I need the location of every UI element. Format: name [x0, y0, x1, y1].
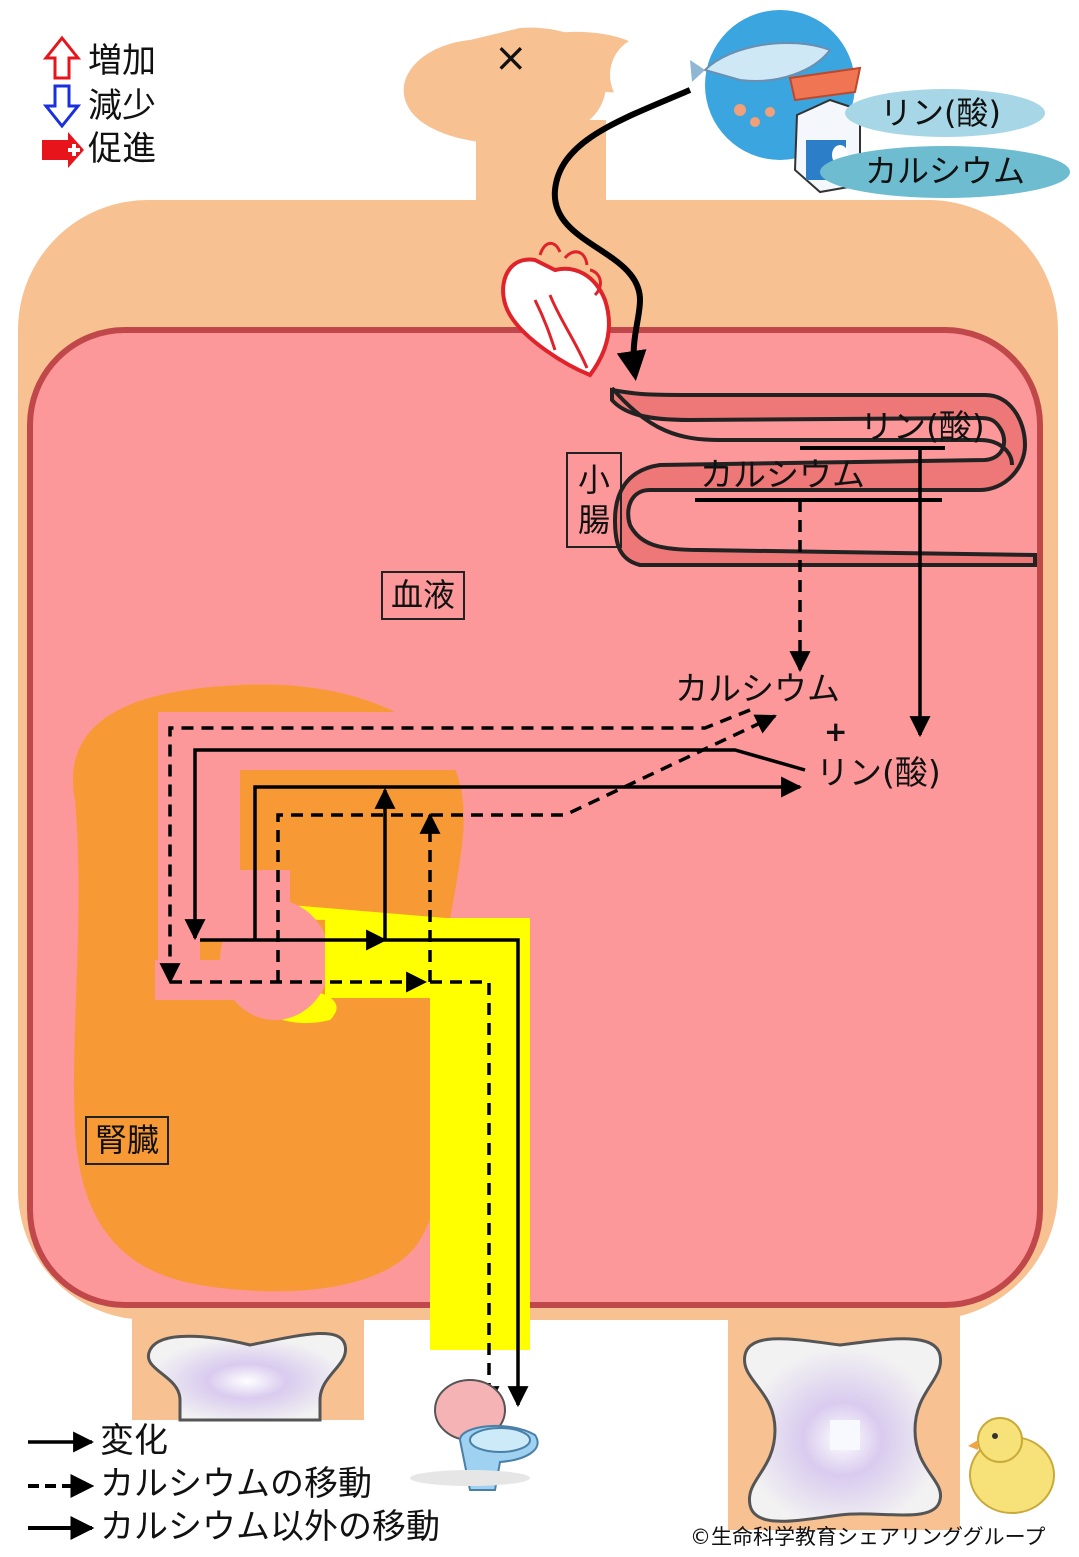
food-phosphorus-label: リン(酸)	[880, 94, 1001, 132]
food-phosphorus-pill	[845, 89, 1045, 137]
intestine-phosphorus-label: リン(酸)	[860, 407, 985, 446]
small-intestine-label: 小腸	[566, 452, 622, 548]
fish-icon	[690, 41, 832, 82]
legend-promote-label: 促進	[88, 129, 156, 169]
urinary-tract	[220, 900, 530, 1350]
legend-other-movement-label: カルシウム以外の移動	[100, 1507, 440, 1547]
blood-label: 血液	[381, 571, 466, 620]
heart-icon	[501, 241, 612, 378]
promote-arrow-icon	[42, 132, 84, 168]
blood-phosphorus-label: リン(酸)	[816, 753, 941, 792]
food-icon	[690, 10, 862, 194]
bone-icon	[146, 1332, 943, 1523]
small-intestine	[610, 386, 1037, 567]
blood-calcium-label: カルシウム	[675, 669, 840, 708]
food-calcium-pill	[820, 146, 1070, 198]
kidney-pathways	[159, 708, 806, 1408]
legend-decrease-label: 減少	[88, 86, 156, 126]
kidney-label: 腎臓	[85, 1116, 170, 1165]
increase-arrow-icon	[42, 35, 82, 80]
copyright: ©生命科学教育シェアリンググループ	[690, 1525, 1046, 1549]
plus-sign: +	[824, 715, 848, 748]
food-calcium-label: カルシウム	[865, 152, 1026, 190]
intestine-calcium-label: カルシウム	[700, 455, 865, 494]
legend-change-label: 変化	[100, 1421, 168, 1461]
ingestion-arrow	[551, 87, 692, 381]
legend-increase-label: 増加	[88, 41, 156, 81]
mouth-mark: ×	[494, 35, 528, 81]
decrease-arrow-icon	[42, 84, 82, 129]
chick-icon	[968, 1417, 1055, 1514]
toilet-icon	[410, 1379, 539, 1491]
legend-calcium-movement-label: カルシウムの移動	[100, 1464, 372, 1504]
